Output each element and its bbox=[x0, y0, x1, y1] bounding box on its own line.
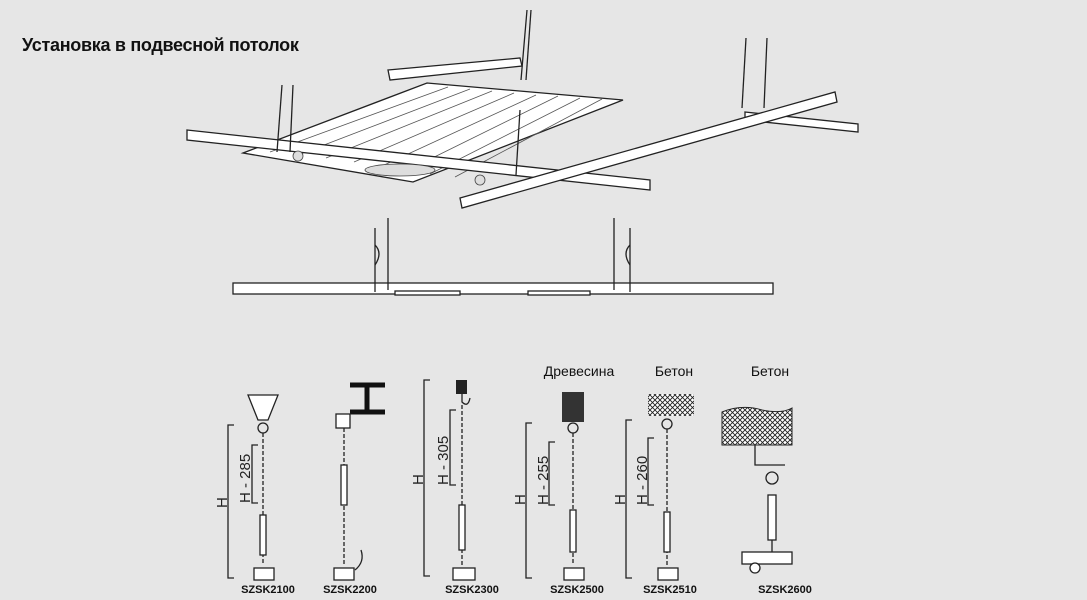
rail-front-left bbox=[186, 129, 651, 191]
ceiling-perspective-view bbox=[186, 9, 859, 209]
model-label: SZSK2510 bbox=[643, 584, 697, 596]
dim-chain: H - 255 bbox=[535, 456, 552, 505]
hanger-szsk2600: Бетон bbox=[721, 363, 793, 574]
material-label-wood: Древесина bbox=[544, 363, 615, 379]
ceiling-section-view bbox=[232, 218, 774, 296]
hanger-szsk2510: Бетон H H - 260 bbox=[612, 363, 694, 581]
model-labels: SZSK2100 SZSK2200 SZSK2300 SZSK2500 SZSK… bbox=[241, 584, 812, 596]
hanger-szsk2300: H H - 305 bbox=[410, 379, 476, 581]
rail-front-right bbox=[459, 91, 838, 209]
dim-total: H bbox=[512, 494, 529, 505]
page-title: Установка в подвесной потолок bbox=[22, 35, 299, 55]
dim-total: H bbox=[612, 494, 629, 505]
material-label-concrete: Бетон bbox=[655, 363, 693, 379]
model-label: SZSK2200 bbox=[323, 584, 377, 596]
suspension-rods bbox=[276, 9, 768, 176]
dim-chain: H - 260 bbox=[634, 456, 651, 505]
model-label: SZSK2300 bbox=[445, 584, 499, 596]
dim-chain: H - 285 bbox=[237, 454, 254, 503]
hanger-szsk2100: H H - 285 bbox=[214, 394, 279, 581]
panel bbox=[240, 82, 624, 183]
model-label: SZSK2500 bbox=[550, 584, 604, 596]
dim-total: H bbox=[410, 474, 427, 485]
hanger-szsk2500: Древесина H H - 255 bbox=[512, 363, 615, 581]
material-label-concrete: Бетон bbox=[751, 363, 789, 379]
model-label: SZSK2600 bbox=[758, 584, 812, 596]
dim-total: H bbox=[214, 497, 231, 508]
hanger-szsk2200 bbox=[333, 382, 385, 581]
rail-back bbox=[387, 57, 523, 81]
model-label: SZSK2100 bbox=[241, 584, 295, 596]
dim-chain: H - 305 bbox=[435, 436, 452, 485]
